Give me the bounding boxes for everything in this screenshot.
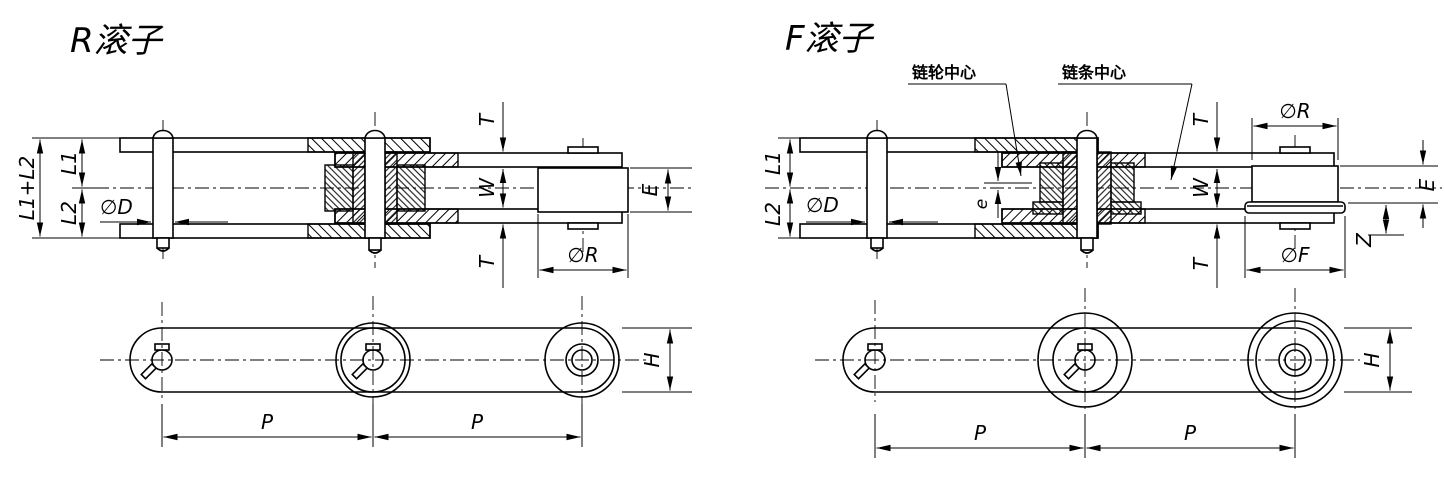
f-leader-annotations: 链轮中心 链条中心 bbox=[908, 63, 1193, 181]
dim-label-f-pitch-1: P bbox=[974, 421, 987, 445]
r-roller-side-view bbox=[95, 112, 692, 268]
f-cotter-tail-2 bbox=[1063, 362, 1081, 380]
r-bushing-tab-top bbox=[567, 146, 599, 154]
chain-center-leader bbox=[1170, 83, 1193, 181]
r-pin1-rivet-end bbox=[156, 247, 170, 252]
dim-label-pitch-1: P bbox=[261, 410, 274, 434]
r-cotter-tail-1 bbox=[140, 362, 158, 380]
f-roller-chain-view: P P H bbox=[815, 288, 1412, 458]
dim-label-l1: L1 bbox=[57, 151, 81, 175]
dim-label-f-pitch-2: P bbox=[1184, 421, 1197, 445]
dim-label-offset-e: e bbox=[972, 199, 992, 209]
f-flange-section-right bbox=[1110, 201, 1142, 215]
sprocket-center-label: 链轮中心 bbox=[912, 63, 976, 82]
f-pin2-rivet bbox=[1080, 237, 1094, 251]
r-pin2-rivet-end bbox=[368, 249, 382, 254]
f-roller-end-body bbox=[1251, 165, 1339, 203]
r-bushing-section-left bbox=[352, 151, 366, 225]
f-bushing-tab-bottom bbox=[1279, 222, 1311, 230]
r-roller-end bbox=[537, 167, 629, 213]
dim-label-flange-z: Z bbox=[1352, 232, 1376, 248]
f-outer-plate-top-section bbox=[974, 137, 1099, 153]
r-roller-section-left bbox=[324, 164, 354, 212]
f-cotter-tail-1 bbox=[853, 362, 871, 380]
r-pin1-head bbox=[152, 129, 174, 139]
r-pin1-rivet bbox=[156, 237, 170, 249]
chain-center-label: 链条中心 bbox=[1062, 63, 1126, 82]
r-bushing-tab-bottom bbox=[567, 222, 599, 230]
dim-label-f-l1: L1 bbox=[761, 151, 785, 175]
f-roller-side-view bbox=[765, 112, 1442, 268]
f-bushing-section-left bbox=[1062, 151, 1078, 225]
f-pin2-rivet-end bbox=[1080, 249, 1094, 254]
f-pin1 bbox=[866, 137, 888, 239]
dim-label-diameter-d: ∅D bbox=[100, 195, 133, 219]
dim-label-pitch-2: P bbox=[471, 410, 484, 434]
f-outer-plate-bottom-section bbox=[974, 223, 1099, 239]
f-roller-title: F滚子 bbox=[785, 19, 875, 59]
dim-label-diameter-r: ∅R bbox=[567, 243, 598, 267]
r-link-cap-middle-b bbox=[340, 327, 374, 393]
r-pin2 bbox=[364, 137, 386, 239]
f-pin2 bbox=[1076, 137, 1098, 239]
f-pin1-rivet-end bbox=[870, 247, 884, 252]
r-bushing-section-right bbox=[384, 151, 398, 225]
f-flange-section-left bbox=[1032, 201, 1064, 215]
r-roller-chain-view: P P H bbox=[100, 296, 692, 447]
sprocket-center-leader bbox=[1005, 83, 1022, 177]
f-roller-section-left bbox=[1039, 162, 1064, 203]
dim-label-f-e-width: E bbox=[1415, 178, 1439, 191]
f-pin1-head bbox=[866, 129, 888, 139]
dim-label-diameter-f: ∅F bbox=[1281, 243, 1310, 267]
dim-label-h: H bbox=[640, 352, 664, 367]
dim-label-f-diameter-r: ∅R bbox=[1279, 99, 1310, 123]
dim-label-t-top: T bbox=[475, 112, 499, 126]
dim-label-l1-plus-l2: L1+L2 bbox=[15, 156, 39, 221]
f-bushing-tab-top bbox=[1279, 146, 1311, 154]
dim-label-f-t-top: T bbox=[1189, 112, 1213, 126]
r-roller-section-right bbox=[396, 164, 426, 212]
dim-label-e-width: E bbox=[638, 183, 662, 196]
f-pin1-rivet bbox=[870, 237, 884, 249]
dim-label-t-bottom: T bbox=[475, 254, 499, 268]
dim-label-f-t-bottom: T bbox=[1189, 256, 1213, 270]
r-pin2-rivet bbox=[368, 237, 382, 251]
r-cotter-tail-2 bbox=[351, 362, 369, 380]
r-pin2-head bbox=[364, 129, 386, 139]
r-roller-title: R滚子 bbox=[70, 21, 164, 61]
dim-label-f-w: W bbox=[1189, 177, 1213, 198]
r-side-dimensions: L1+L2 L1 L2 ∅D T W T E ∅R bbox=[15, 102, 692, 288]
dim-label-w: W bbox=[475, 177, 499, 198]
f-pin2-head bbox=[1076, 129, 1098, 139]
r-pin1 bbox=[152, 137, 174, 239]
dim-label-f-diameter-d: ∅D bbox=[806, 193, 839, 217]
dim-label-f-h: H bbox=[1360, 352, 1384, 367]
f-side-dimensions: L1 L2 ∅D e T W T ∅R E Z ∅F bbox=[761, 99, 1439, 288]
f-roller-end-flange bbox=[1244, 201, 1346, 214]
f-roller-section-right bbox=[1110, 162, 1135, 203]
dim-label-f-l2: L2 bbox=[761, 202, 785, 226]
f-bushing-section-right bbox=[1096, 151, 1112, 225]
dim-label-l2: L2 bbox=[57, 201, 81, 225]
